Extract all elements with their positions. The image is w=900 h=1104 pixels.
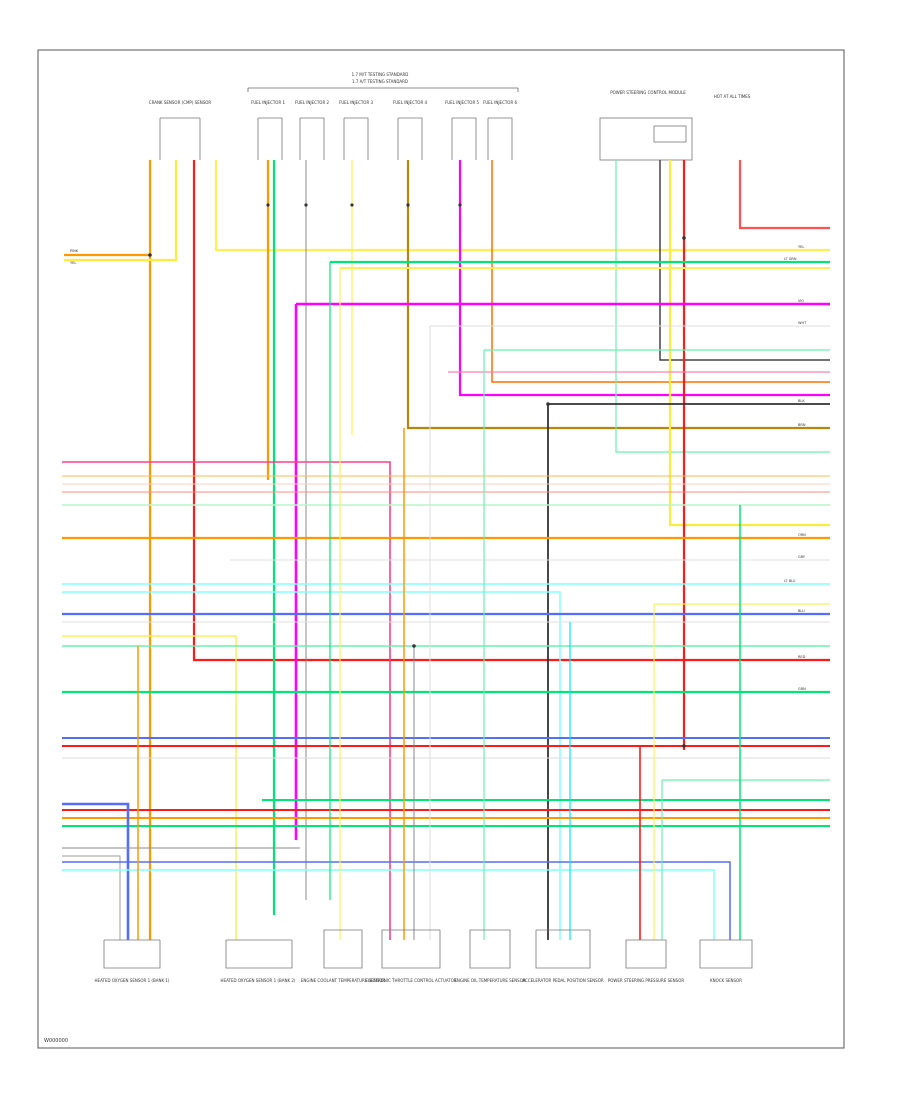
bottom-component-label: HEATED OXYGEN SENSOR 1 (BANK 1) <box>95 978 170 983</box>
diagram-frame <box>37 49 845 1049</box>
top-connectors <box>159 117 693 161</box>
wire-label: VIO <box>798 299 804 303</box>
bottom-component-label: ENGINE COOLANT TEMPERATURE SENSOR <box>301 978 386 983</box>
top-component-labels: CRANK SENSOR (CMP) SENSOR FUEL INJECTOR … <box>149 90 751 105</box>
wire-label: LT GRN <box>784 257 797 261</box>
wire-label: GRN <box>798 687 806 691</box>
top-component-label: CRANK SENSOR (CMP) SENSOR <box>149 100 212 105</box>
wire-label: YEL <box>798 245 804 249</box>
top-component-label: FUEL INJECTOR 4 <box>393 100 428 105</box>
wire-label: BLU <box>798 609 805 613</box>
top-component-label: FUEL INJECTOR 1 <box>251 100 286 105</box>
bottom-component-label: POWER STEERING PRESSURE SENSOR <box>608 978 685 983</box>
wire-label: BLK <box>798 399 805 403</box>
wire-label: BRN <box>798 423 806 427</box>
wire-label: LT BLU <box>784 579 796 583</box>
wire-label: RED <box>798 655 806 659</box>
bottom-component-label: ENGINE OIL TEMPERATURE SENSOR <box>454 978 526 983</box>
splice-points <box>148 203 686 748</box>
bottom-component-label: ACCELERATOR PEDAL POSITION SENSOR <box>522 978 603 983</box>
wire-label: PINK <box>70 249 79 253</box>
wire-label: ORN <box>798 533 806 537</box>
bottom-component-label: ELECTRONIC THROTTLE CONTROL ACTUATOR <box>365 978 457 983</box>
top-component-label: FUEL INJECTOR 6 <box>483 100 518 105</box>
wire-label: YEL <box>70 261 76 265</box>
bottom-component-label: KNOCK SENSOR <box>710 978 742 983</box>
wire-labels: PINK YEL YEL LT GRN VIO WHT BLK ORN LT B… <box>70 245 807 691</box>
wire-label: WHT <box>798 321 807 325</box>
top-component-label: FUEL INJECTOR 5 <box>445 100 480 105</box>
note-text-1: 1.7 M/T TESTING STANDARD <box>352 72 409 77</box>
top-component-label: FUEL INJECTOR 2 <box>295 100 330 105</box>
horizontal-wires <box>62 260 830 940</box>
bottom-connectors <box>103 929 753 969</box>
top-vertical-wires <box>64 160 830 940</box>
diagram-ref-code: W000000 <box>44 1038 68 1044</box>
top-component-label: POWER STEERING CONTROL MODULE <box>610 90 686 95</box>
wire-label: GRY <box>798 555 806 559</box>
top-component-label: FUEL INJECTOR 3 <box>339 100 374 105</box>
bottom-component-labels: HEATED OXYGEN SENSOR 1 (BANK 1) HEATED O… <box>95 978 743 983</box>
top-component-label: HOT AT ALL TIMES <box>714 94 751 99</box>
bottom-component-label: HEATED OXYGEN SENSOR 1 (BANK 2) <box>221 978 296 983</box>
note-text-2: 1.7 A/T TESTING STANDARD <box>352 79 408 84</box>
